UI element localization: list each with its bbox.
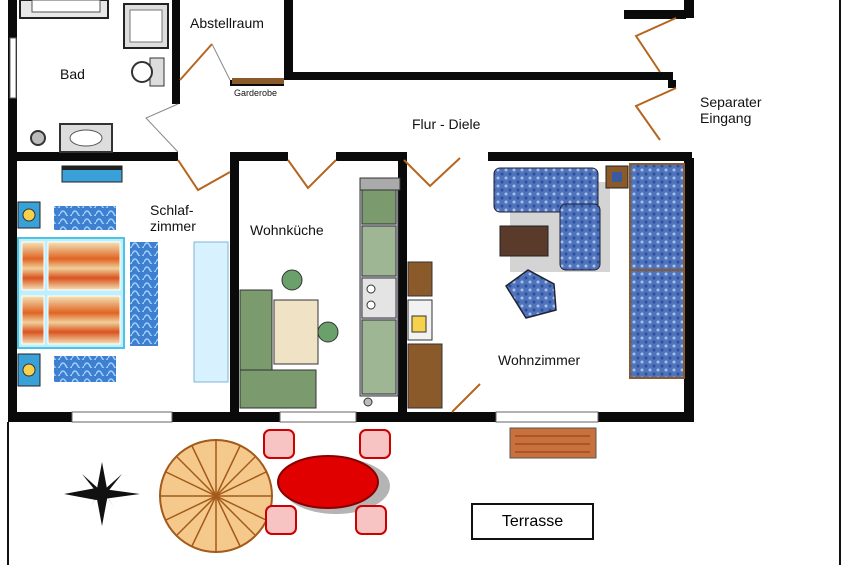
- bedroom-furniture: [17, 165, 229, 387]
- label-bad: Bad: [60, 66, 85, 82]
- walls: [8, 0, 694, 422]
- bathroom-fixtures: [19, 0, 169, 153]
- doors: [177, 17, 677, 413]
- label-flur-diele: Flur - Diele: [412, 116, 481, 132]
- label-garderobe: Garderobe: [234, 88, 278, 98]
- terrace-furniture: [64, 429, 391, 553]
- label-schlafzimmer: Schlaf- zimmer: [150, 202, 196, 234]
- label-wohnkueche: Wohnküche: [250, 222, 324, 238]
- label-separater-eingang: Separater Eingang: [700, 94, 762, 126]
- livingroom-furniture: [493, 163, 685, 459]
- label-abstellraum: Abstellraum: [190, 15, 264, 31]
- label-terrasse: Terrasse: [471, 503, 594, 540]
- kitchen-furniture: [239, 177, 443, 409]
- label-wohnzimmer: Wohnzimmer: [498, 352, 581, 368]
